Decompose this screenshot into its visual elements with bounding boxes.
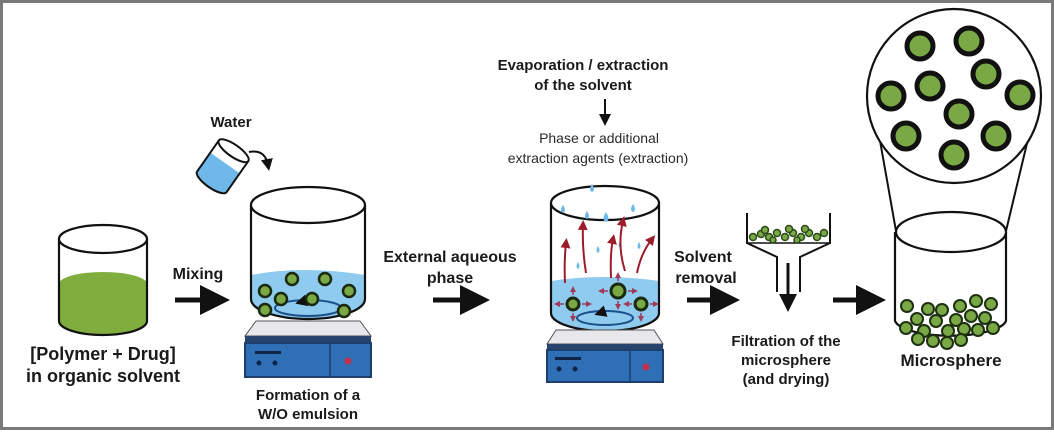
evaporation-sub-line1: Phase or additional xyxy=(539,130,659,146)
vapor-arrows xyxy=(560,216,656,284)
magnetic-stirrer-icon xyxy=(244,320,372,378)
diffusion-arrows xyxy=(554,272,659,322)
filtered-spheres xyxy=(748,224,829,244)
pouring-cup-icon xyxy=(195,138,250,195)
solvent-removal-label-line2: removal xyxy=(675,270,736,287)
start-label-line1: [Polymer + Drug] xyxy=(30,344,176,364)
magnified-view-icon xyxy=(865,7,1043,232)
product-spheres xyxy=(899,294,1000,350)
emulsion-label-line2: W/O emulsion xyxy=(258,406,358,423)
product-label: Microsphere xyxy=(900,351,1001,370)
external-label-line2: phase xyxy=(427,270,473,287)
evaporation-sub-line2: extraction agents (extraction) xyxy=(508,150,689,166)
filtration-label-line1: Filtration of the xyxy=(731,333,840,350)
water-label: Water xyxy=(210,114,251,131)
evaporation-title-line1: Evaporation / extraction xyxy=(498,57,669,74)
funnel-icon xyxy=(746,213,831,312)
solvent-removal-label-line1: Solvent xyxy=(674,249,732,266)
process-diagram: [Polymer + Drug] in organic solvent Mixi… xyxy=(26,7,1043,423)
pour-arrow-icon xyxy=(248,150,273,171)
extraction-beaker-icon xyxy=(549,184,661,333)
emulsion-label-line1: Formation of a xyxy=(256,387,361,404)
external-label-line1: External aqueous xyxy=(383,249,516,266)
filtration-label-line3: (and drying) xyxy=(743,371,830,388)
magnetic-stirrer-icon xyxy=(546,329,664,383)
mixing-label: Mixing xyxy=(173,266,224,283)
start-label-line2: in organic solvent xyxy=(26,366,180,386)
product-beaker-icon xyxy=(893,210,1008,350)
beaker-icon xyxy=(57,223,149,337)
filtration-label-line2: microsphere xyxy=(741,352,831,369)
emulsion-beaker-icon xyxy=(249,185,367,321)
evaporation-title-line2: of the solvent xyxy=(534,77,632,94)
